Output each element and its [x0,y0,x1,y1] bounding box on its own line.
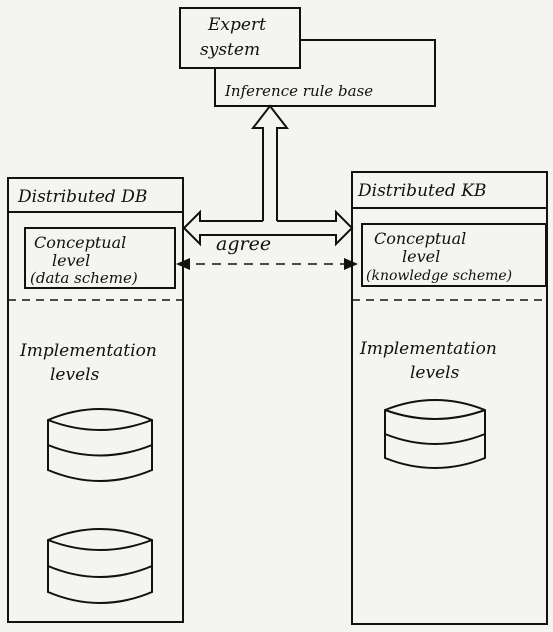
kb-conceptual-line2: level [402,247,440,266]
arrow-left-icon [176,258,190,270]
distributed-kb-title: Distributed KB [357,181,486,201]
database-cylinder-icon [384,399,486,469]
db-conceptual-box [24,227,176,289]
db-conceptual-line2: level [52,251,90,270]
db-conceptual-line3: (data scheme) [30,269,138,287]
distributed-kb-box [351,171,548,625]
expert-system: Expert system Inference rule base [179,7,436,107]
database-cylinder-icon [47,408,153,482]
kb-conceptual-line3: (knowledge scheme) [366,268,512,284]
kb-impl-line1: Implementation [359,339,497,359]
db-conceptual-line1: Conceptual [34,233,126,252]
kb-conceptual-line1: Conceptual [374,229,466,248]
up-arrow [250,104,290,221]
distributed-db-block: Distributed DB Conceptual level (data sc… [7,177,184,623]
db-impl-line1: Implementation [19,341,157,361]
kb-conceptual-box [361,223,547,287]
expert-system-title-line2: system [200,40,260,60]
agree-link: agree [176,233,358,270]
kb-impl-line2: levels [410,363,460,383]
horizontal-double-arrow [182,209,354,247]
expert-system-box [179,7,301,69]
distributed-kb-block: Distributed KB Conceptual level (knowled… [351,171,548,625]
rule-base-label: Inference rule base [224,82,373,100]
expert-system-connector [182,104,354,247]
arrow-right-icon [344,258,358,270]
rule-base-box [214,39,436,107]
distributed-db-title: Distributed DB [17,187,147,207]
db-impl-line2: levels [50,365,100,385]
distributed-db-box [7,177,184,623]
database-cylinder-icon [47,528,153,604]
expert-system-title-line1: Expert [207,15,266,35]
agree-label: agree [216,233,271,255]
